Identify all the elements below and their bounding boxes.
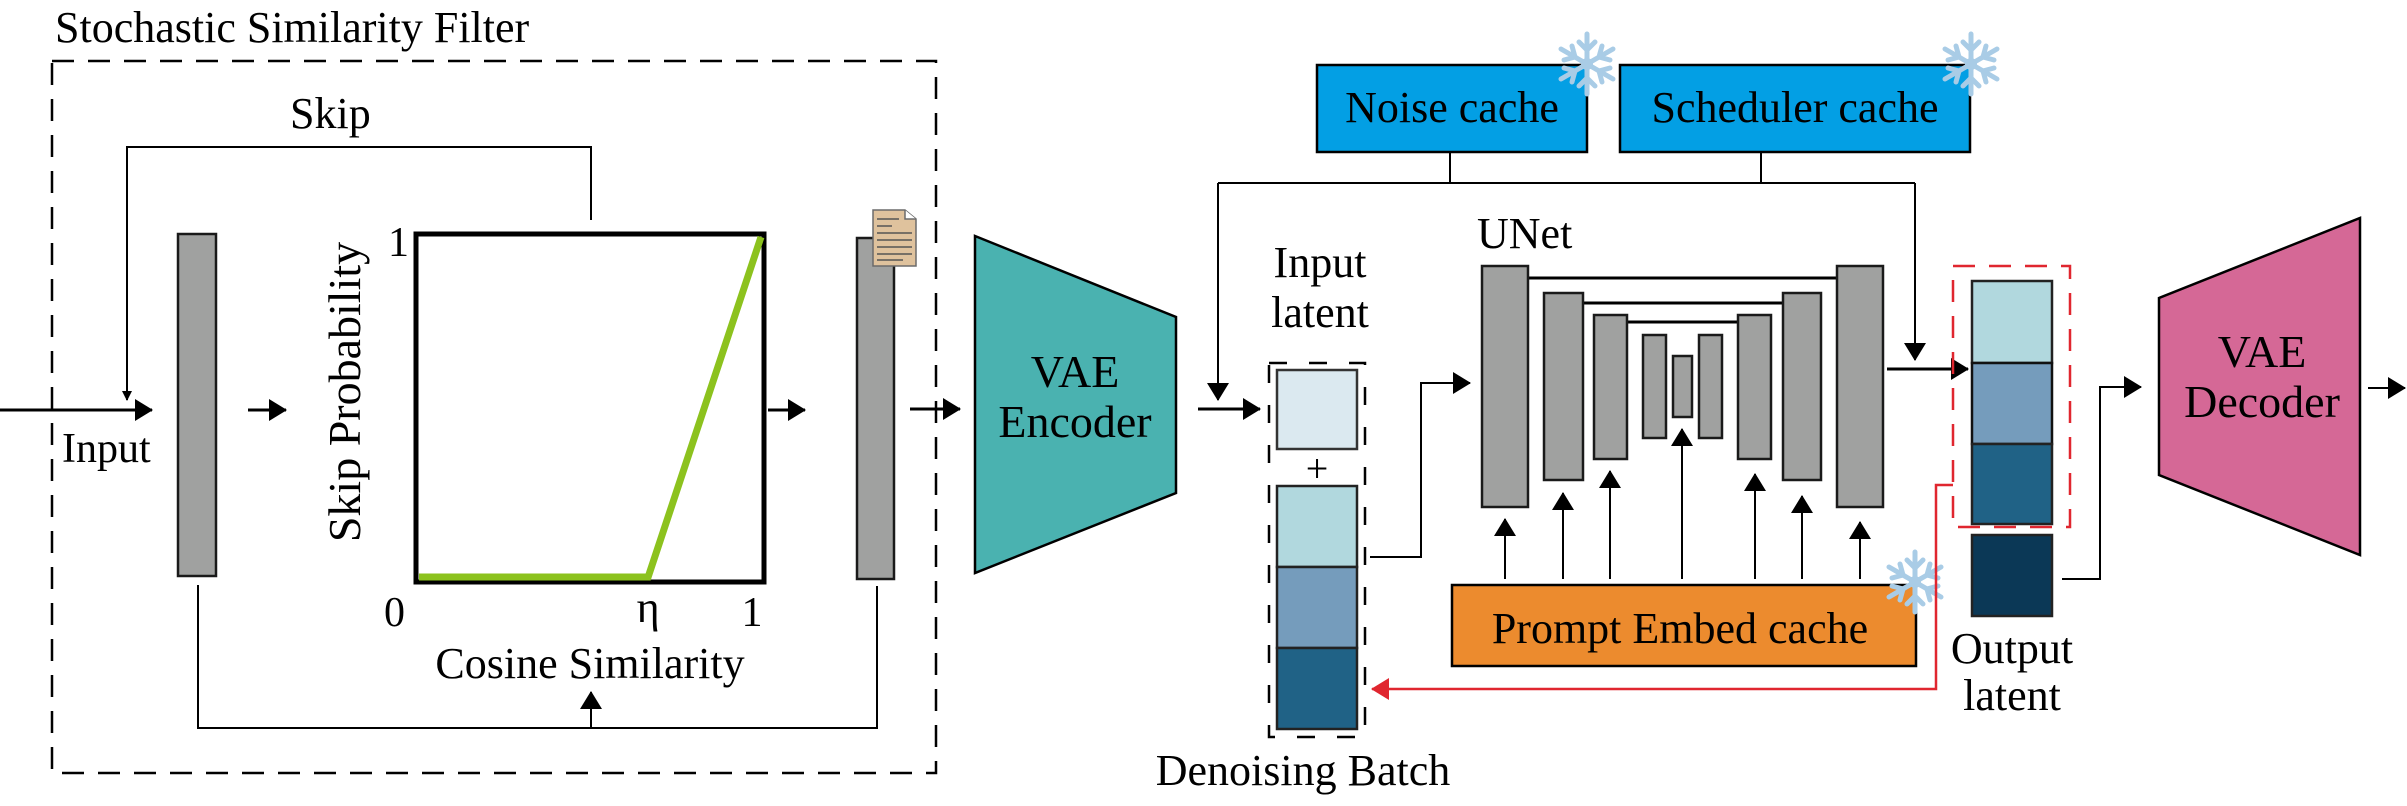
unet-block (1592, 313, 1629, 461)
input-latent-label-1: Input (1274, 238, 1367, 287)
skip-path-arrow (122, 146, 592, 401)
output-latent-block (1970, 361, 2054, 446)
scheduler-cache-label: Scheduler cache (1651, 83, 1938, 132)
noise-cache: Noise cache (1315, 34, 1613, 154)
filter-title: Stochastic Similarity Filter (55, 3, 530, 52)
cache-bus-line (1218, 152, 1915, 184)
unet-block (1697, 333, 1724, 440)
plot-ylabel: Skip Probability (319, 242, 370, 542)
plot-frame (413, 231, 767, 585)
vae-encoder-label-1: VAE (1031, 346, 1120, 397)
unet-block (1480, 264, 1530, 509)
input-label: Input (62, 426, 151, 472)
plot-xlabel: Cosine Similarity (435, 639, 744, 688)
x-tick-1: 1 (742, 590, 763, 636)
plus-sign: + (1306, 446, 1329, 491)
batch-latent-block (1275, 646, 1359, 731)
batch-latent-block (1275, 484, 1359, 569)
filter-boundary (50, 59, 938, 775)
unet-block (1641, 333, 1668, 440)
output-batch-boundary (1951, 264, 2072, 529)
unet-block (1781, 291, 1823, 482)
prompt-embed-cache-box (1450, 583, 1918, 668)
vae-encoder: VAE Encoder (973, 234, 1178, 575)
unet-label: UNet (1477, 209, 1572, 258)
input-latent-label-2: latent (1271, 288, 1369, 337)
skip-probability-plot: Skip Probability 1 0 η 1 Cosine Similari… (319, 220, 767, 688)
batch-to-unet-arrow (1370, 372, 1471, 558)
vae-encoder-shape (973, 234, 1178, 575)
noise-latent-block (1275, 368, 1359, 451)
output-latent-block (1970, 442, 2054, 526)
vae-decoder-label-2: Decoder (2184, 376, 2340, 427)
y-tick-1: 1 (388, 220, 409, 266)
vae-encoder-label-2: Encoder (998, 396, 1151, 447)
scheduler-cache: Scheduler cache (1618, 34, 1997, 154)
x-tick-eta: η (637, 583, 660, 632)
latent-to-decoder-arrow (2062, 376, 2142, 580)
noise-cache-label: Noise cache (1345, 83, 1559, 132)
feedback-to-batch-arrow (1371, 483, 1953, 700)
output-latent-block (1970, 279, 2054, 365)
prompt-conditioning-arrows (1494, 428, 1871, 579)
unet-block (1835, 264, 1885, 509)
skip-label: Skip (290, 89, 371, 138)
vae-decoder-shape (2157, 216, 2362, 557)
unet-block (1736, 313, 1773, 461)
output-feature-bar (855, 236, 896, 581)
stochastic-similarity-filter: Stochastic Similarity Filter Skip Input … (0, 3, 938, 775)
denoising-batch-boundary (1267, 361, 1367, 739)
unet-bottleneck-block (1671, 354, 1694, 419)
output-latent-label-1: Output (1951, 624, 2073, 673)
unet: UNet (1477, 209, 1885, 509)
similarity-feedback-line (197, 585, 878, 729)
prompt-embed-cache-label: Prompt Embed cache (1492, 604, 1868, 653)
output-latent-label-2: latent (1963, 671, 2061, 720)
unet-block (1542, 291, 1585, 482)
document-icon (872, 209, 917, 267)
scheduler-cache-box (1618, 63, 1972, 154)
output-latent: Output latent (1951, 264, 2073, 720)
prompt-embed-cache: Prompt Embed cache (1450, 428, 1941, 668)
skip-probability-curve (419, 235, 765, 581)
vae-decoder-label-1: VAE (2218, 326, 2307, 377)
batch-latent-block (1275, 565, 1359, 650)
x-tick-0: 0 (384, 590, 405, 636)
vae-decoder: VAE Decoder (2157, 216, 2362, 557)
input-latent: Input latent + Denoising Batch (1156, 238, 1451, 795)
denoising-batch-label: Denoising Batch (1156, 746, 1451, 795)
input-feature-bar (176, 232, 218, 578)
final-latent-block (1970, 533, 2054, 618)
noise-cache-box (1315, 63, 1589, 154)
